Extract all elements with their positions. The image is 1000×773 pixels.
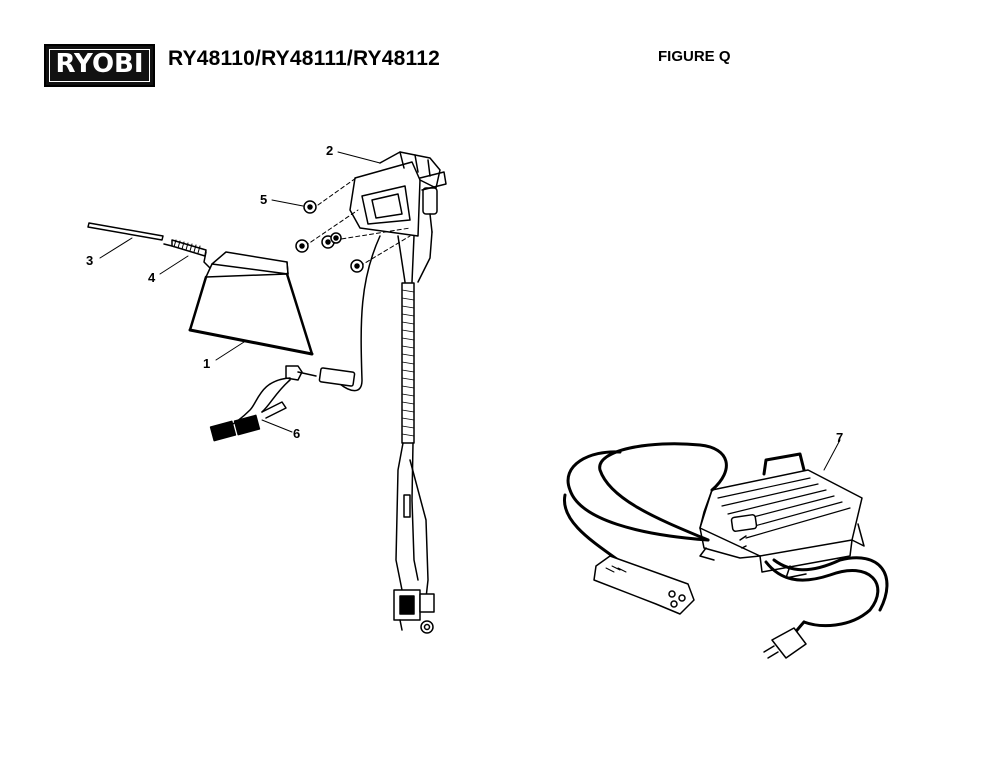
part-pin-rod <box>87 222 164 241</box>
callout-5: 5 <box>260 192 267 207</box>
callout-4: 4 <box>148 270 156 285</box>
logo-border <box>49 49 150 82</box>
part-battery-charger <box>563 442 889 659</box>
logo-text: RYOBI <box>55 49 144 79</box>
part-spring <box>163 239 211 269</box>
callout-2: 2 <box>326 143 333 158</box>
part-screws <box>295 200 364 273</box>
part-cover-hood <box>188 251 314 356</box>
callout-6: 6 <box>293 426 300 441</box>
part-switch-bracket <box>304 151 447 267</box>
handle-wiring-harness <box>339 231 435 634</box>
part-connector-harness <box>209 365 356 442</box>
callout-numbers: 1 2 3 4 5 6 7 <box>86 143 843 445</box>
callout-leader-lines <box>99 151 841 471</box>
model-numbers-title: RY48110/RY48111/RY48112 <box>168 47 441 70</box>
figure-label: FIGURE Q <box>658 48 731 65</box>
callout-1: 1 <box>203 356 210 371</box>
callout-7: 7 <box>836 430 843 445</box>
ryobi-logo: RYOBI <box>44 44 155 87</box>
callout-3: 3 <box>86 253 93 268</box>
